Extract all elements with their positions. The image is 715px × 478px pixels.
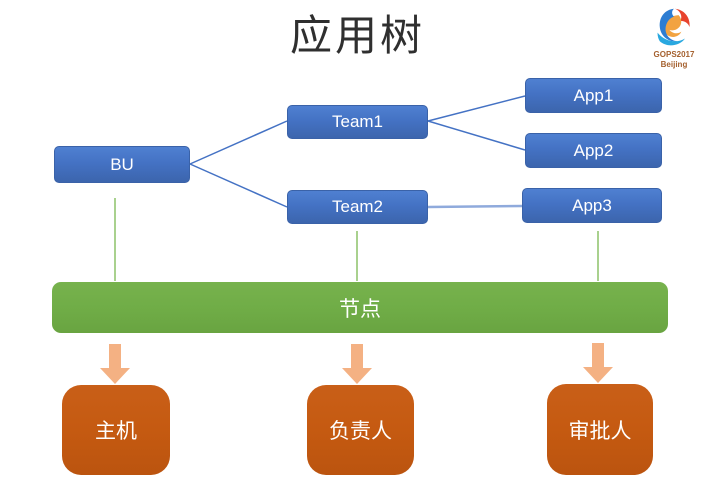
tree-node-team1-label: Team1 bbox=[331, 112, 384, 131]
logo-text-beijing: Beijing bbox=[660, 60, 688, 69]
page-title: 应用树 bbox=[289, 12, 425, 59]
attribute-box-approver: 审批人 bbox=[547, 384, 653, 475]
gops-swirl-icon bbox=[657, 8, 690, 46]
edge-team2-app3 bbox=[427, 204, 523, 209]
edge-bu-team2 bbox=[189, 163, 288, 208]
down-arrow-icon bbox=[583, 343, 613, 383]
tree-node-team2: Team2 bbox=[287, 190, 428, 224]
tree-node-bu-label: BU bbox=[110, 154, 134, 174]
edge-team1-app1 bbox=[427, 95, 526, 122]
tree-node-app2-label: App2 bbox=[573, 140, 614, 160]
tree-node-team2-label: Team2 bbox=[331, 197, 384, 216]
tree-node-app3: App3 bbox=[522, 188, 662, 223]
attribute-box-host-label: 主机 bbox=[95, 420, 137, 443]
gops-logo: GOPS2017 Beijing bbox=[641, 6, 707, 70]
attribute-box-owner: 负责人 bbox=[307, 385, 414, 475]
attribute-box-owner-label: 负责人 bbox=[329, 420, 392, 443]
node-bar: 节点 bbox=[52, 282, 668, 333]
logo-text-gops: GOPS2017 bbox=[653, 50, 695, 59]
attribute-box-host: 主机 bbox=[62, 385, 170, 475]
tree-node-app1: App1 bbox=[525, 78, 662, 113]
tree-node-app3-label: App3 bbox=[572, 195, 612, 215]
tree-node-team1: Team1 bbox=[287, 105, 428, 139]
attribute-box-approver-label: 审批人 bbox=[568, 419, 632, 443]
tree-node-app2: App2 bbox=[525, 133, 662, 168]
tree-node-app1-label: App1 bbox=[573, 85, 614, 105]
down-arrow-icon bbox=[100, 344, 130, 384]
down-arrow-icon bbox=[342, 344, 372, 384]
edge-team1-app2 bbox=[427, 120, 526, 151]
node-bar-label: 节点 bbox=[339, 297, 381, 321]
tree-node-bu: BU bbox=[54, 146, 190, 183]
edge-bu-team1 bbox=[189, 120, 288, 165]
